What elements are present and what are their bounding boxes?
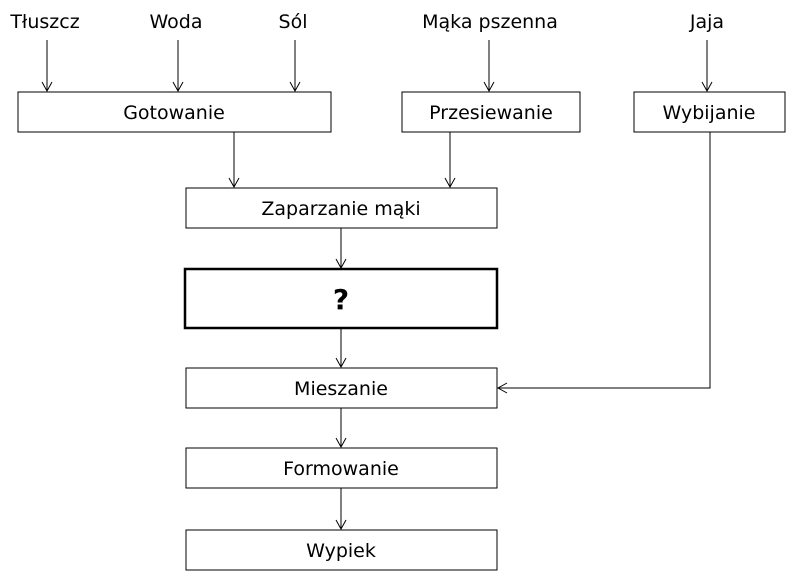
step-cooking: Gotowanie [17, 91, 332, 133]
step-baking: Wypiek [185, 529, 498, 571]
step-unknown: ? [183, 267, 499, 330]
step-mixing: Mieszanie [185, 367, 498, 409]
arrow-cracking-to-mixing [496, 132, 711, 394]
step-cooking-label: Gotowanie [123, 102, 225, 124]
step-cracking: Wybijanie [633, 91, 786, 133]
input-label-water: Woda [149, 11, 202, 33]
step-shaping: Formowanie [185, 447, 498, 489]
input-label-flour: Mąka pszenna [422, 11, 558, 33]
step-scalding-label: Zaparzanie mąki [261, 198, 420, 220]
input-label-salt: Sól [279, 11, 308, 33]
step-cracking-label: Wybijanie [663, 102, 756, 124]
input-label-eggs: Jaja [689, 11, 724, 33]
step-baking-label: Wypiek [306, 540, 376, 562]
input-label-fat: Tłuszcz [9, 11, 79, 33]
step-shaping-label: Formowanie [283, 458, 399, 480]
step-mixing-label: Mieszanie [294, 378, 388, 400]
step-scalding: Zaparzanie mąki [185, 187, 498, 229]
step-unknown-label: ? [333, 283, 349, 316]
step-sifting-label: Przesiewanie [429, 102, 553, 124]
step-sifting: Przesiewanie [401, 91, 581, 133]
